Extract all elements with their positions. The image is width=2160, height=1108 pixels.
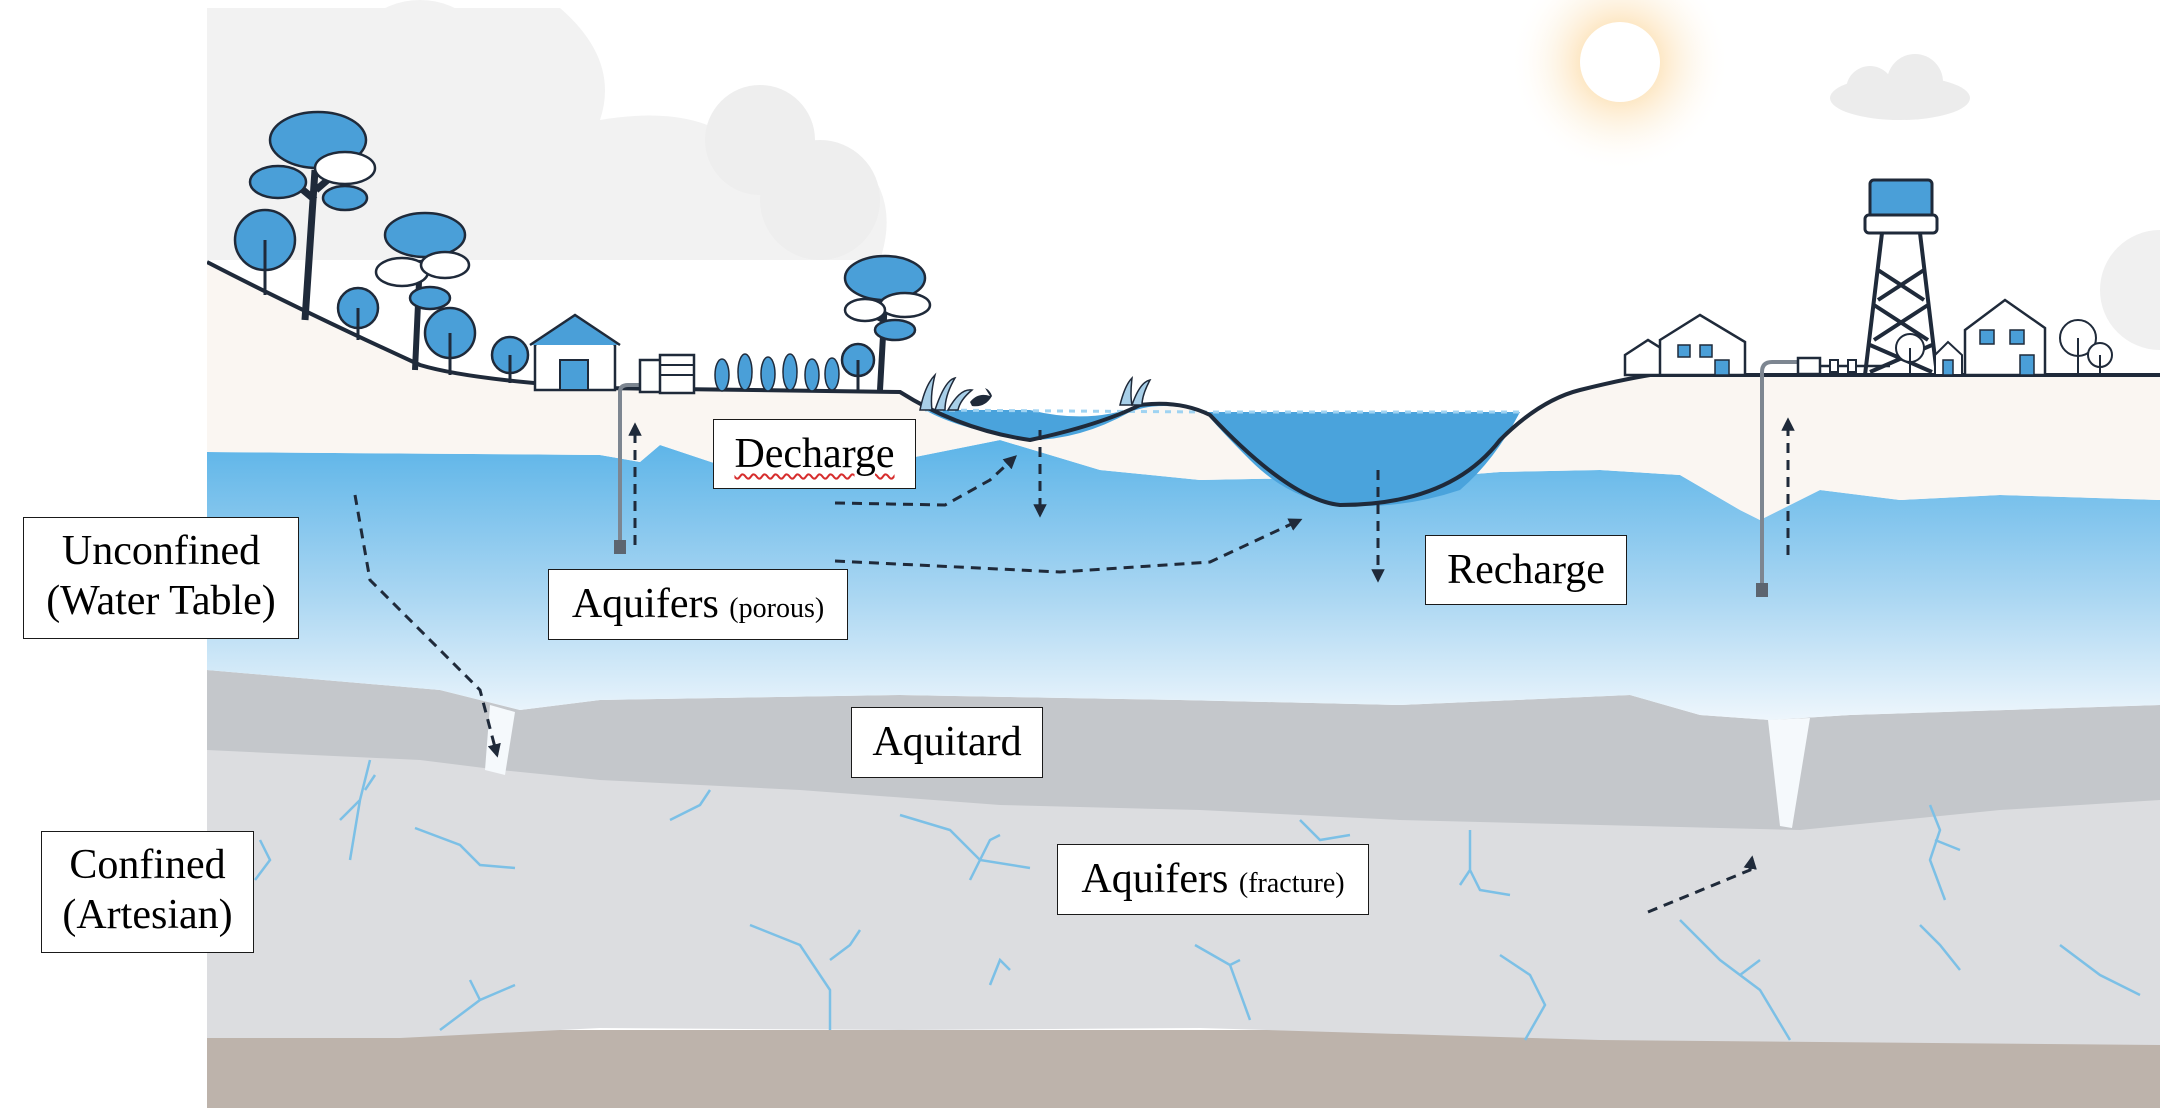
groundwater-layer (207, 440, 2160, 720)
tree-icon (374, 211, 530, 383)
flow-arrows (353, 417, 1795, 914)
house-icon (529, 313, 621, 392)
water-tower-icon (1863, 178, 1939, 376)
label-decharge: Decharge (713, 419, 916, 489)
label-aquifers-porous-sub: (porous) (729, 593, 825, 624)
reed-icon (919, 372, 1152, 411)
label-recharge-text: Recharge (1447, 547, 1605, 593)
label-unconfined-line2: (Water Table) (46, 578, 276, 624)
tree-icon (233, 110, 380, 340)
aquitard-layer (207, 670, 2160, 830)
well-pump-icon (1756, 356, 1890, 597)
label-aquifers-porous: Aquifers (porous) (548, 569, 848, 640)
label-recharge: Recharge (1425, 535, 1627, 605)
cloud-icon (1830, 54, 1970, 120)
label-confined-line2: (Artesian) (62, 892, 233, 938)
bird-icon (970, 388, 992, 407)
label-aquifers-fracture-sub: (fracture) (1238, 868, 1345, 899)
ground-surface (207, 262, 2160, 520)
house-icon (1623, 313, 1747, 377)
label-aquifers-porous-main: Aquifers (571, 581, 719, 627)
label-aquifers-fracture-main: Aquifers (1081, 856, 1229, 902)
label-decharge-text: Decharge (734, 431, 895, 477)
label-aquitard-text: Aquitard (872, 719, 1022, 765)
fracture-lines (254, 759, 2141, 1041)
base-rock-layer (207, 1030, 2160, 1108)
well-pump-icon (614, 353, 696, 554)
label-aquitard: Aquitard (851, 707, 1043, 778)
sun-icon (1510, 0, 1730, 172)
tree-icon (1895, 319, 2113, 375)
label-aquifers-fracture: Aquifers (fracture) (1057, 844, 1369, 915)
label-unconfined: Unconfined (Water Table) (23, 517, 299, 639)
label-confined: Confined (Artesian) (41, 831, 254, 953)
crop-icon (714, 353, 840, 392)
tree-icon (840, 254, 932, 391)
label-confined-line1: Confined (69, 842, 226, 888)
house-icon (1934, 298, 2047, 377)
label-unconfined-line1: Unconfined (61, 528, 261, 574)
cloud-icon (207, 0, 887, 260)
